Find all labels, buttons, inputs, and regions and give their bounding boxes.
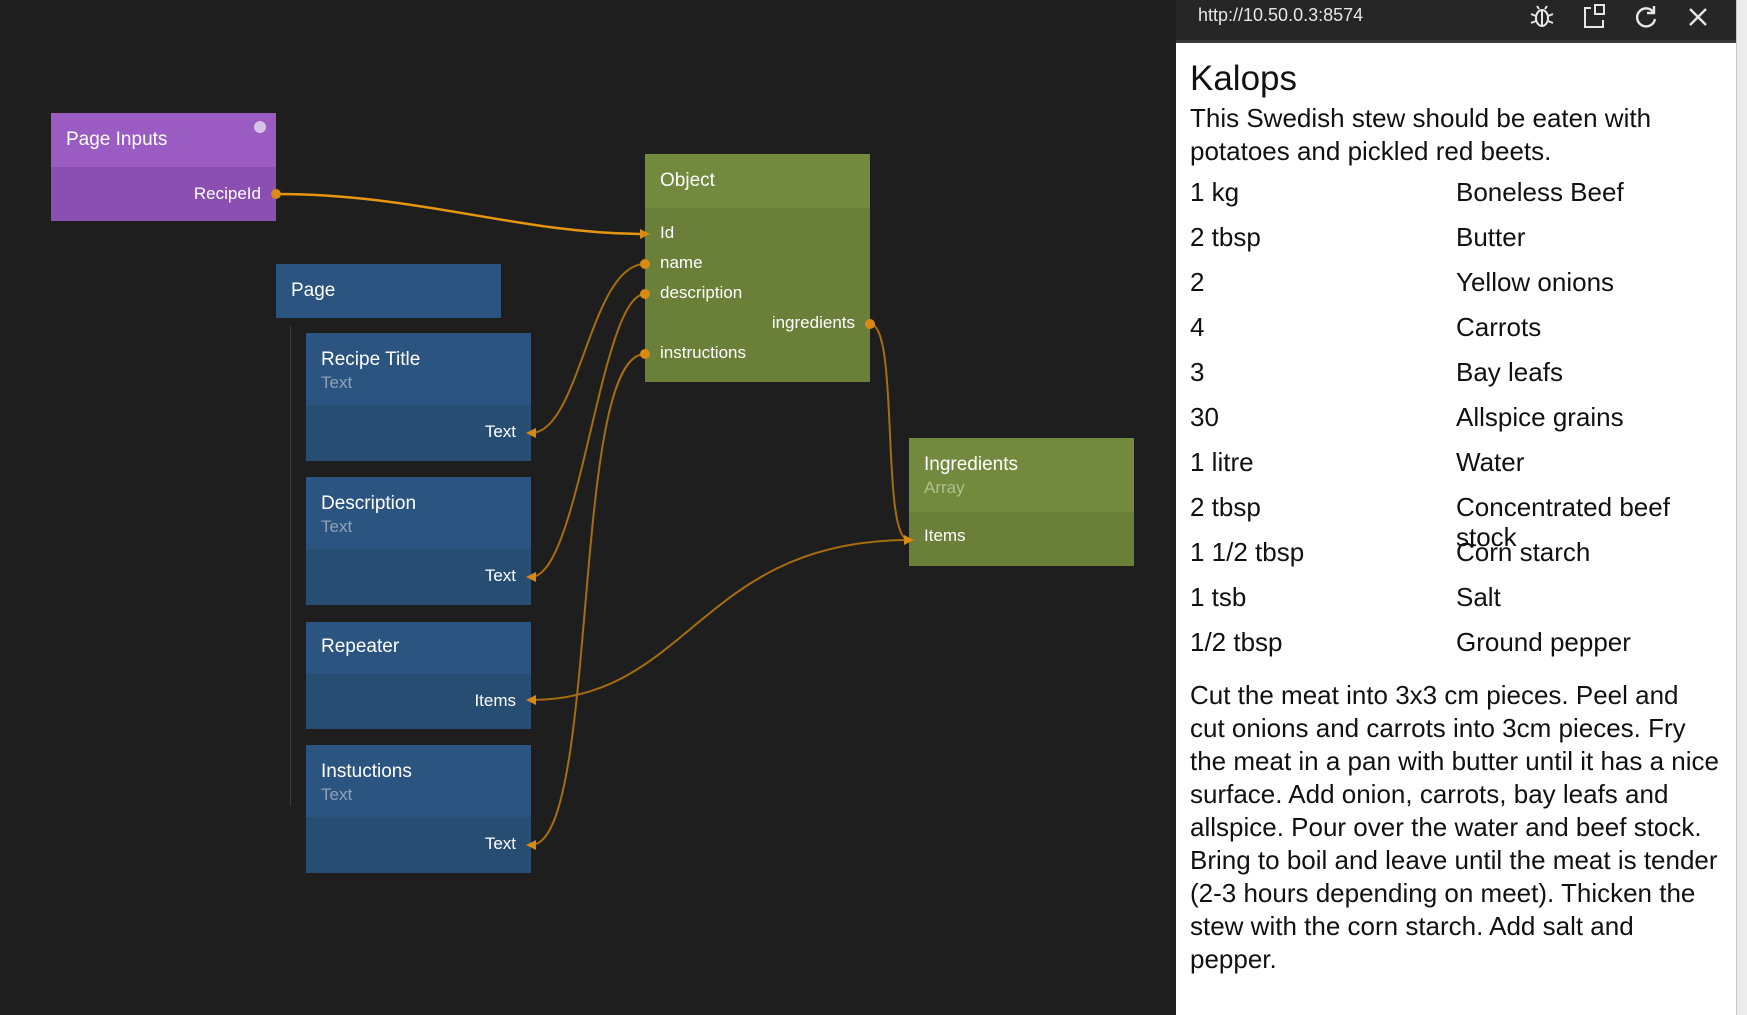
preview-toolbar: http://10.50.0.3:8574 [1176,0,1736,43]
hierarchy-line [290,326,291,806]
wire-ingredients-to-items [869,323,910,541]
recipeid-port[interactable]: RecipeId [193,184,261,203]
ingredient-amount: 1 litre [1190,447,1254,477]
ingredient-name: Carrots [1456,312,1542,342]
ingredient-list: 1 kg Boneless Beef 2 tbsp Butter 2 Yellow oni… [1190,174,1720,669]
bug-icon[interactable] [1527,2,1557,32]
recipe-title-text-port[interactable]: Text [484,422,516,441]
ingredient-amount: 2 tbsp [1190,222,1261,252]
ingredient-name: Salt [1456,582,1501,612]
ingredient-row: 1 tsb Salt [1190,579,1720,624]
ingredient-amount: 2 [1190,267,1205,297]
object-instructions-port[interactable]: instructions [660,343,746,362]
ingredient-name: Allspice grains [1456,402,1624,432]
repeater-node[interactable]: Repeater Items [306,622,531,729]
close-icon[interactable] [1683,2,1713,32]
preview-url: http://10.50.0.3:8574 [1198,5,1364,25]
ingredient-amount: 1 tsb [1190,582,1247,612]
ingredient-row: 1 litre Water [1190,444,1720,489]
recipe-description: This Swedish stew should be eaten with p… [1190,103,1652,166]
ingredient-amount: 3 [1190,357,1205,387]
object-node[interactable]: Object Id name description ingredients i… [645,154,870,382]
object-ingredients-port[interactable]: ingredients [771,313,855,332]
wire-instructions-to-instructions [530,353,646,846]
object-id-port[interactable]: Id [660,223,675,242]
ingredient-name: Corn starch [1456,537,1591,567]
preview-panel: http://10.50.0.3:8574 Kalops This S [1176,0,1736,1015]
ingredient-amount: 1/2 tbsp [1190,627,1283,657]
open-external-icon[interactable] [1579,2,1609,32]
ingredient-row: 2 tbsp Concentrated beef stock [1190,489,1720,552]
ingredient-amount: 4 [1190,312,1205,342]
wire-name-to-recipe-title [530,263,646,434]
node-status-dot [254,121,266,133]
wire-recipeid-to-id [275,192,646,236]
preview-scroll-edge [1736,0,1747,1015]
instructions-node-title: Instuctions [321,761,412,782]
instructions-node[interactable]: Instuctions Text Text [306,745,531,873]
description-node-title: Description [321,493,417,514]
object-description-port[interactable]: description [660,283,743,302]
ingredient-amount: 30 [1190,402,1219,432]
instructions-text-port[interactable]: Text [484,834,516,853]
page-inputs-title: Page Inputs [66,129,168,150]
refresh-icon[interactable] [1631,2,1661,32]
ingredient-row: 3 Bay leafs [1190,354,1720,399]
object-name-port[interactable]: name [660,253,703,272]
ingredients-items-port[interactable]: Items [924,526,966,545]
ingredient-row: 1/2 tbsp Ground pepper [1190,624,1720,669]
instructions-node-type: Text [321,785,353,804]
description-node-type: Text [321,517,353,536]
recipe-instructions: Cut the meat into 3x3 cm pieces. Peel an… [1190,680,1719,974]
ingredient-name: Water [1456,447,1525,477]
ingredient-name: Concentrated beef stock [1456,492,1670,552]
ingredient-amount: 2 tbsp [1190,492,1261,522]
description-node[interactable]: Description Text Text [306,477,531,605]
page-node[interactable]: Page [276,264,501,318]
ingredient-name: Ground pepper [1456,627,1631,657]
page-inputs-node[interactable]: Page Inputs RecipeId [51,113,276,221]
recipe-title-node-title: Recipe Title [321,349,421,370]
description-text-port[interactable]: Text [484,566,516,585]
ingredient-name: Butter [1456,222,1526,252]
ingredient-amount: 1 1/2 tbsp [1190,537,1305,567]
ingredients-node[interactable]: Ingredients Array Items [909,438,1134,566]
ingredient-row: 2 Yellow onions [1190,264,1720,309]
wire-items-to-repeater [530,539,910,701]
ingredient-row: 2 tbsp Butter [1190,219,1720,264]
ingredient-name: Yellow onions [1456,267,1615,297]
ingredient-row: 1 kg Boneless Beef [1190,174,1720,219]
ingredient-name: Bay leafs [1456,357,1563,387]
ingredient-row: 1 1/2 tbsp Corn starch [1190,534,1720,579]
recipe-title-node[interactable]: Recipe Title Text Text [306,333,531,461]
repeater-items-port[interactable]: Items [474,691,516,710]
page-title: Page [291,280,336,301]
ingredients-node-type: Array [924,478,965,497]
ingredient-row: 4 Carrots [1190,309,1720,354]
wire-description-to-description [530,293,646,578]
recipe-content: Kalops This Swedish stew should be eaten… [1190,58,1720,976]
ingredient-amount: 1 kg [1190,177,1240,207]
ingredient-name: Boneless Beef [1456,177,1624,207]
repeater-node-title: Repeater [321,636,400,657]
recipe-name: Kalops [1190,59,1298,98]
ingredients-node-title: Ingredients [924,454,1019,475]
recipe-title-node-type: Text [321,373,353,392]
object-node-title: Object [660,170,715,191]
node-graph-canvas[interactable]: Page Inputs RecipeId Page Recipe Title T… [0,0,1176,1015]
ingredient-row: 30 Allspice grains [1190,399,1720,444]
